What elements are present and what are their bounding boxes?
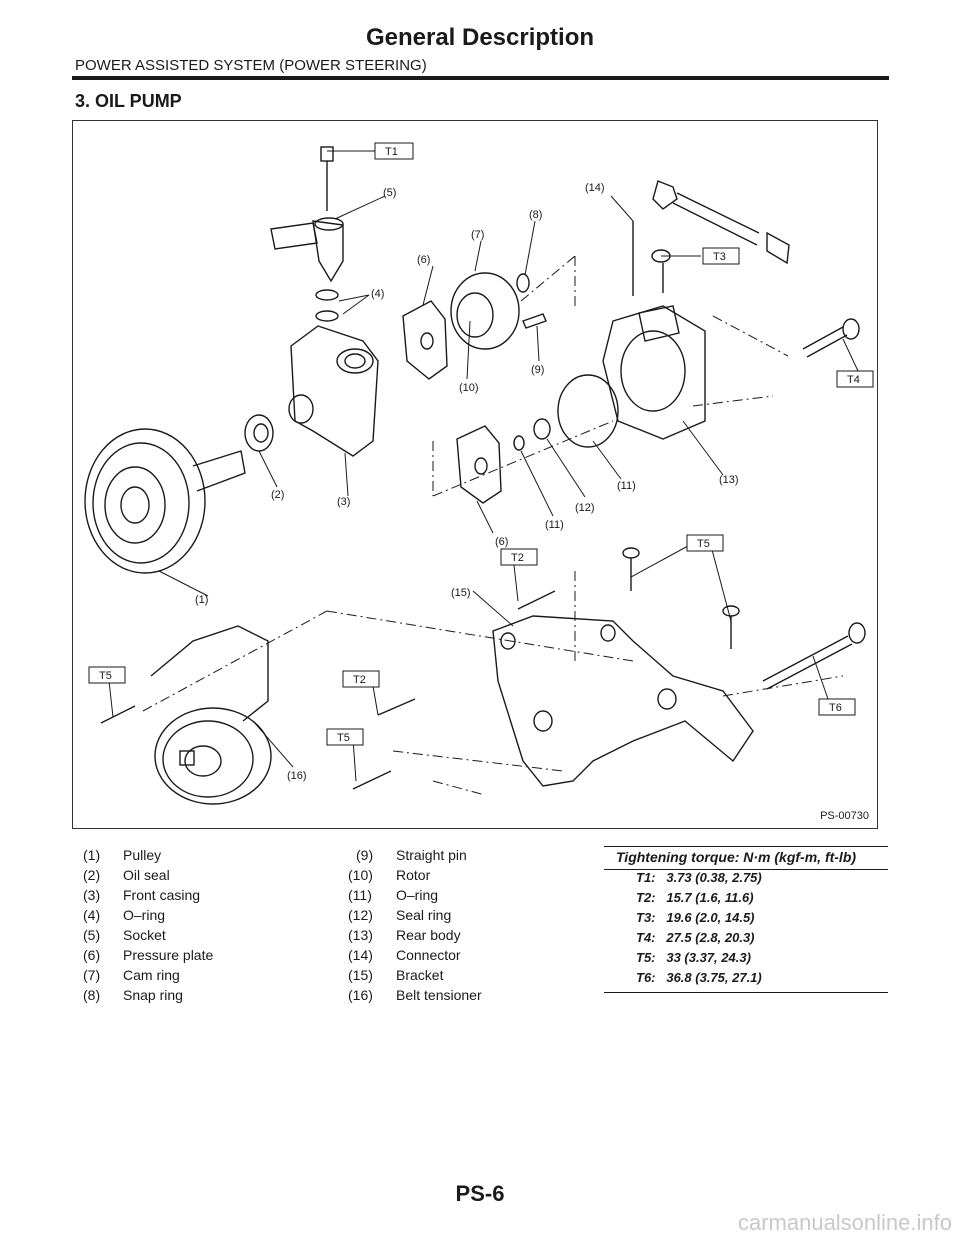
part-item: (16) bbox=[348, 987, 373, 1003]
part-item: (13) bbox=[348, 927, 373, 943]
torque-table: Tightening torque: N·m (kgf-m, ft-lb) T1… bbox=[604, 846, 888, 993]
part-name: Snap ring bbox=[123, 987, 183, 1003]
section-title: 3. OIL PUMP bbox=[75, 91, 182, 111]
svg-text:T3: T3 bbox=[713, 251, 726, 263]
part-name: O–ring bbox=[123, 907, 166, 923]
part-item: (1) bbox=[83, 847, 101, 863]
pulley-drawing bbox=[84, 428, 246, 574]
part-item: (10) bbox=[348, 867, 373, 883]
torque-tag-t5a: T5 bbox=[686, 534, 724, 552]
torque-tag-t5c: T5 bbox=[326, 728, 364, 746]
part-item: (9) bbox=[356, 847, 374, 863]
part-name: Bracket bbox=[396, 967, 444, 983]
svg-text:T2: T2 bbox=[511, 552, 524, 564]
chapter-subtitle: POWER ASSISTED SYSTEM (POWER STEERING) bbox=[75, 57, 427, 74]
torque-heading: Tightening torque: N·m (kgf-m, ft-lb) bbox=[616, 849, 857, 865]
callout-15: (15) bbox=[451, 587, 471, 599]
callout-4: (4) bbox=[371, 288, 384, 300]
part-name: Straight pin bbox=[396, 847, 467, 863]
part-item: (5) bbox=[83, 927, 101, 943]
svg-text:T5: T5 bbox=[99, 670, 112, 682]
callout-13: (13) bbox=[719, 474, 739, 486]
part-name: Belt tensioner bbox=[396, 987, 482, 1003]
page-title: General Description bbox=[365, 24, 595, 51]
figure-id: PS-00730 bbox=[820, 810, 869, 822]
page-number: PS-6 bbox=[455, 1181, 505, 1206]
svg-text:T1: T1 bbox=[385, 146, 398, 158]
torque-item: T5: 33 (3.37, 24.3) bbox=[636, 950, 751, 965]
callout-12: (12) bbox=[575, 502, 595, 514]
torque-item: T2: 15.7 (1.6, 11.6) bbox=[636, 890, 754, 905]
header-rule bbox=[72, 76, 889, 80]
part-name: Socket bbox=[123, 927, 166, 943]
part-name: Pressure plate bbox=[123, 947, 214, 963]
part-name: Front casing bbox=[123, 887, 201, 903]
part-name: Pulley bbox=[123, 847, 162, 863]
svg-text:T5: T5 bbox=[697, 538, 710, 550]
part-item: (15) bbox=[348, 967, 373, 983]
callout-14: (14) bbox=[585, 182, 605, 194]
part-name: Seal ring bbox=[396, 907, 452, 923]
part-name: Connector bbox=[396, 947, 461, 963]
callout-8: (8) bbox=[529, 209, 542, 221]
callout-16: (16) bbox=[287, 770, 307, 782]
oil-seal-drawing bbox=[244, 414, 274, 452]
part-item: (11) bbox=[348, 887, 372, 903]
watermark: carmanualsonline.info bbox=[737, 1210, 952, 1235]
part-item: (12) bbox=[348, 907, 373, 923]
part-item: (3) bbox=[83, 887, 101, 903]
part-item: (8) bbox=[83, 987, 101, 1003]
part-item: (7) bbox=[83, 967, 101, 983]
torque-item: T4: 27.5 (2.8, 20.3) bbox=[636, 930, 755, 945]
part-item: (4) bbox=[83, 907, 101, 923]
part-name: Rear body bbox=[396, 927, 461, 943]
callout-2: (2) bbox=[271, 489, 284, 501]
diagram-drawing: (1) (2) (3) (4) (5) (6) (6) (7) (8) (9) … bbox=[84, 142, 874, 805]
torque-item: T6: 36.8 (3.75, 27.1) bbox=[636, 970, 762, 985]
callout-6b: (6) bbox=[495, 536, 508, 548]
part-name: O–ring bbox=[396, 887, 439, 903]
callout-10: (10) bbox=[459, 382, 479, 394]
socket-drawing bbox=[270, 146, 344, 283]
front-casing-drawing bbox=[288, 325, 379, 457]
svg-text:T2: T2 bbox=[353, 674, 366, 686]
callout-6a: (6) bbox=[417, 254, 430, 266]
torque-item: T1: 3.73 (0.38, 2.75) bbox=[636, 870, 762, 885]
part-item: (2) bbox=[83, 867, 101, 883]
belt-tensioner-drawing bbox=[150, 625, 272, 805]
part-name: Oil seal bbox=[123, 867, 170, 883]
torque-tag-t4: T4 bbox=[836, 370, 874, 388]
torque-tag-t5b: T5 bbox=[88, 666, 126, 684]
torque-tag-t2b: T2 bbox=[342, 670, 380, 688]
part-item: (14) bbox=[348, 947, 373, 963]
callout-7: (7) bbox=[471, 229, 484, 241]
torque-tag-t2a: T2 bbox=[500, 548, 538, 566]
callout-11a: (11) bbox=[545, 519, 564, 531]
exploded-diagram: (1) (2) (3) (4) (5) (6) (6) (7) (8) (9) … bbox=[72, 120, 878, 829]
callout-5: (5) bbox=[383, 187, 396, 199]
svg-text:T5: T5 bbox=[337, 732, 350, 744]
torque-tag-t6: T6 bbox=[818, 698, 856, 716]
svg-text:T6: T6 bbox=[829, 702, 842, 714]
torque-tag-t3: T3 bbox=[702, 247, 740, 265]
svg-text:T4: T4 bbox=[847, 374, 860, 386]
callout-1: (1) bbox=[195, 594, 208, 606]
part-name: Cam ring bbox=[123, 967, 180, 983]
torque-item: T3: 19.6 (2.0, 14.5) bbox=[636, 910, 755, 925]
torque-tag-t1: T1 bbox=[374, 142, 414, 160]
part-item: (6) bbox=[83, 947, 101, 963]
callout-11b: (11) bbox=[617, 480, 636, 492]
callout-3: (3) bbox=[337, 496, 350, 508]
part-name: Rotor bbox=[396, 867, 431, 883]
callout-9: (9) bbox=[531, 364, 544, 376]
